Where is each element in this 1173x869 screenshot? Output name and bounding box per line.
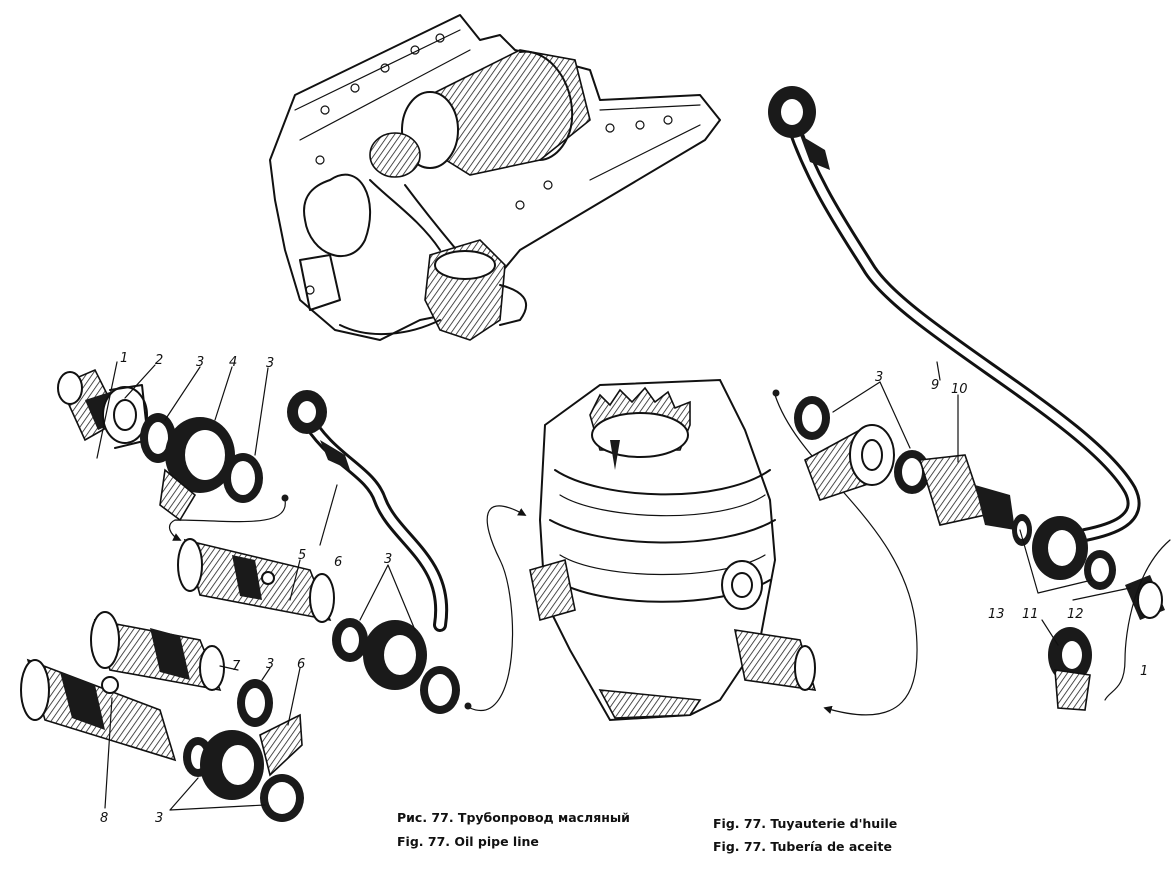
flow-arrow-to-pump: [469, 505, 527, 711]
leader-lines: [96, 361, 1131, 811]
callout-8: 8: [100, 811, 108, 826]
assembly-path-line: [168, 499, 286, 541]
callout-3-f: 3: [875, 370, 883, 385]
connector-line-right: [1104, 539, 1171, 701]
callout-3-c: 3: [384, 552, 392, 567]
callout-2: 2: [155, 353, 163, 368]
part-bolt-8: [20, 658, 177, 762]
part-oil-pipe-9: [768, 86, 1141, 542]
callout-7: 7: [232, 659, 241, 674]
callout-6-b: 6: [297, 657, 305, 672]
caption-english: Fig. 77. Oil pipe line: [397, 834, 539, 849]
caption-spanish: Fig. 77. Tubería de aceite: [713, 839, 892, 854]
callout-12: 12: [1067, 607, 1084, 622]
callout-5: 5: [298, 548, 306, 563]
part-banjo-13: [1048, 627, 1092, 711]
flow-arrow-from-right: [774, 394, 918, 716]
caption-french: Fig. 77. Tuyauterie d'huile: [713, 816, 898, 831]
oil-pump-body: [529, 378, 817, 722]
part-banjo-3-right: [332, 618, 460, 714]
callout-4: 4: [229, 355, 237, 370]
engine-block-assembly: [269, 14, 721, 341]
part-union-10: [918, 454, 1032, 546]
callout-10: 10: [951, 382, 968, 397]
part-banjo-3-bottom: [183, 713, 304, 822]
callout-3-b: 3: [266, 356, 274, 371]
part-nipple-7: [90, 611, 225, 692]
callout-3-e: 3: [155, 811, 163, 826]
callout-3-a: 3: [196, 355, 204, 370]
caption-russian: Рис. 77. Трубопровод масляный: [397, 810, 630, 825]
part-banjo-11: [1032, 516, 1116, 590]
callout-3-d: 3: [266, 657, 274, 672]
callout-6-a: 6: [334, 555, 342, 570]
callout-13: 13: [988, 607, 1005, 622]
part-oil-pipe-6: [287, 390, 449, 632]
callout-9: 9: [931, 378, 939, 393]
callout-1-left: 1: [120, 351, 128, 366]
part-union-1: [57, 368, 149, 449]
part-nut-12: [1125, 575, 1165, 620]
part-banjo-fitting-4: [159, 417, 235, 522]
part-hollow-bolt-5: [177, 538, 335, 623]
callout-1-right: 1: [1140, 664, 1148, 679]
callout-11: 11: [1022, 607, 1039, 622]
